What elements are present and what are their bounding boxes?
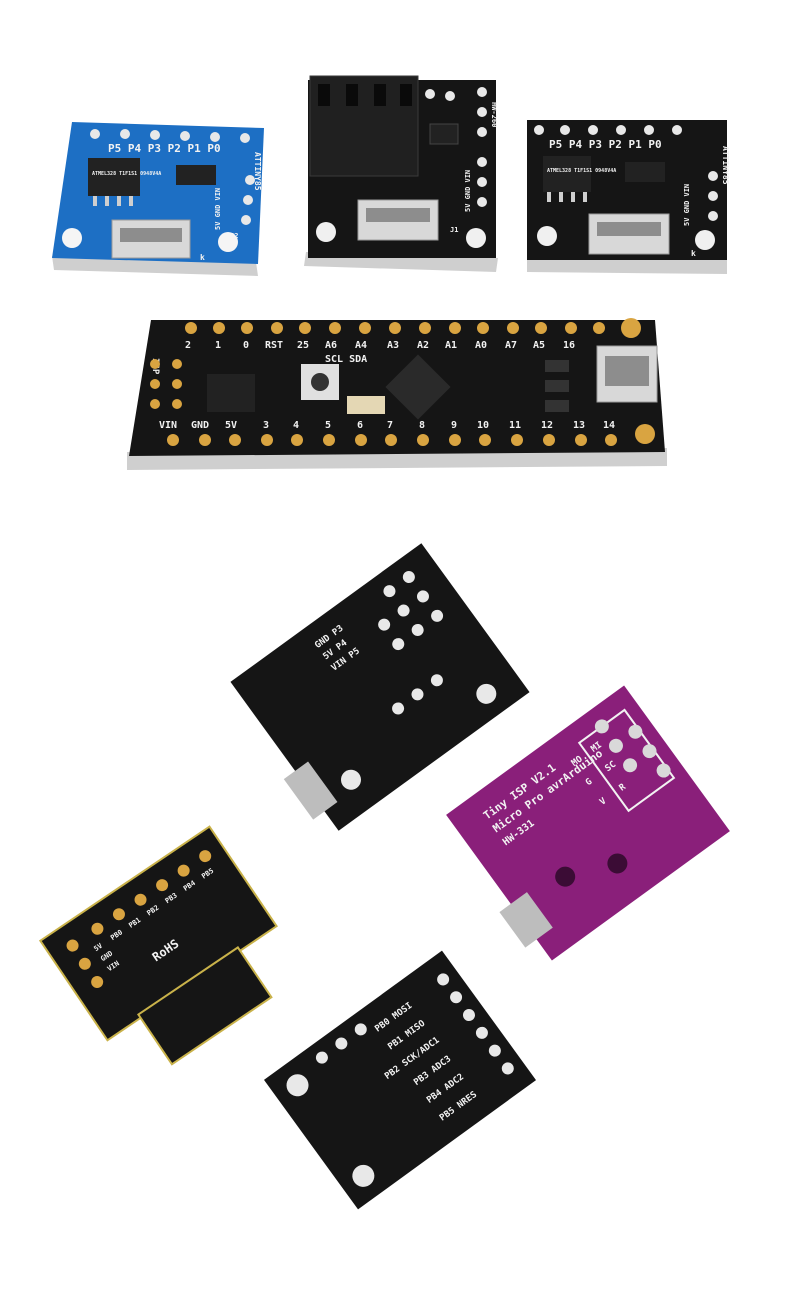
svg-text:A0: A0 (475, 340, 487, 351)
bottom-black-board: PB0 MOSI PB1 MISO PB2 SCK/ADC1 PB3 ADC3 … (263, 950, 537, 1210)
black-digispark-board: P5 P4 P3 P2 P1 P0 ATMEL328 T1F1S1 0948V4… (527, 120, 730, 274)
svg-text:9: 9 (451, 420, 457, 431)
black-brand-label: ATTINY85 (721, 146, 730, 185)
svg-text:10: 10 (477, 420, 489, 431)
blue-side-label: 5V GND VIN (214, 188, 222, 230)
svg-text:5V: 5V (225, 420, 237, 431)
svg-text:13: 13 (573, 420, 585, 431)
long-black-board: 2 1 0 RST 25 A6 A4 A3 A2 A1 A0 A7 A5 16 … (127, 318, 667, 470)
svg-text:A1: A1 (445, 340, 457, 351)
black-socket-board: HW-260 5V GND VIN J1 (304, 75, 498, 272)
svg-text:A7: A7 (505, 340, 517, 351)
long-top-pin-labels: 2 1 0 RST 25 A6 A4 A3 A2 A1 A0 A7 A5 16 (185, 340, 575, 351)
black-chip-label: ATMEL328 T1F1S1 0948V4A (547, 168, 616, 174)
svg-text:A3: A3 (387, 340, 399, 351)
blue-k-label: k (200, 253, 205, 262)
black-k-label: k (691, 249, 696, 258)
svg-text:3: 3 (263, 420, 269, 431)
svg-text:GND: GND (191, 420, 209, 431)
blue-brand-label: ATTINY85 (253, 152, 262, 191)
blue-pin-labels: P5 P4 P3 P2 P1 P0 (108, 142, 221, 155)
backside-black-board: 5V GND VIN PB0 PB1 PB2 PB3 PB4 PB5 RoHS (38, 825, 278, 1066)
svg-text:8: 8 (419, 420, 425, 431)
socket-j-label: J1 (450, 226, 458, 234)
socket-side-label: 5V GND VIN (464, 170, 472, 212)
blue-digispark-board: P5 P4 P3 P2 P1 P0 ATMEL328 T1F1S1 0948V4… (52, 122, 264, 276)
long-scl-sda-label: SCL SDA (325, 354, 367, 365)
svg-text:4: 4 (293, 420, 299, 431)
svg-text:16: 16 (563, 340, 575, 351)
svg-text:25: 25 (297, 340, 309, 351)
svg-text:14: 14 (603, 420, 615, 431)
svg-text:G: G (584, 777, 594, 788)
svg-text:12: 12 (541, 420, 553, 431)
svg-text:A2: A2 (417, 340, 429, 351)
black-pin-labels: P5 P4 P3 P2 P1 P0 (549, 138, 662, 151)
svg-text:R: R (618, 782, 629, 794)
svg-text:0: 0 (243, 340, 249, 351)
svg-text:6: 6 (357, 420, 363, 431)
rotated-black-board: GND P3 5V P4 VIN P5 (230, 543, 530, 831)
svg-text:2: 2 (185, 340, 191, 351)
svg-text:A5: A5 (533, 340, 545, 351)
svg-text:A6: A6 (325, 340, 337, 351)
svg-text:RST: RST (265, 340, 283, 351)
svg-text:1: 1 (215, 340, 221, 351)
svg-text:5V: 5V (93, 941, 105, 953)
blue-chip-label: ATMEL328 T1F1S1 0948V4A (92, 171, 161, 177)
long-bottom-pin-labels: VIN GND 5V 3 4 5 6 7 8 9 10 11 12 13 14 (159, 420, 615, 431)
svg-text:A4: A4 (355, 340, 367, 351)
svg-text:V: V (598, 796, 609, 808)
svg-text:7: 7 (387, 420, 393, 431)
socket-brand-label: HW-260 (490, 102, 498, 127)
svg-text:11: 11 (509, 420, 521, 431)
svg-text:5: 5 (325, 420, 331, 431)
purple-isp-board: MI SC R MO G V Tiny ISP V2.1 Micro Pro a… (446, 685, 730, 961)
black-side-label: 5V GND VIN (683, 184, 691, 226)
svg-text:VIN: VIN (159, 420, 177, 431)
